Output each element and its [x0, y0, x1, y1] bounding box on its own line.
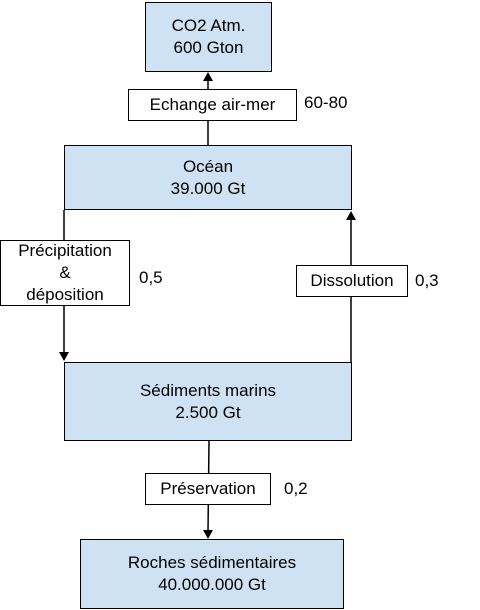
- preservation-box: Préservation: [145, 473, 271, 505]
- preservation-label: Préservation: [160, 479, 256, 498]
- rocks-box: Roches sédimentaires 40.000.000 Gt: [80, 539, 344, 609]
- air-sea-exchange-label: Echange air-mer: [149, 95, 276, 114]
- arrowhead-to-ocean: [346, 211, 356, 220]
- atmosphere-amount: 600 Gton: [173, 38, 244, 57]
- air-sea-exchange-value: 60-80: [304, 93, 348, 112]
- arrowhead-to-atmosphere: [203, 72, 213, 81]
- dissolution-box: Dissolution: [296, 265, 408, 297]
- sediments-amount: 2.500 Gt: [175, 402, 241, 422]
- precipitation-label-line3: déposition: [26, 285, 104, 304]
- sediments-box: Sédiments marins 2.500 Gt: [64, 362, 352, 441]
- precipitation-box: Précipitation & déposition: [0, 240, 130, 306]
- air-sea-exchange-box: Echange air-mer: [128, 89, 297, 121]
- atmosphere-box: CO2 Atm. 600 Gton: [145, 2, 272, 72]
- precipitation-label-line2: &: [59, 263, 71, 282]
- dissolution-label: Dissolution: [310, 271, 394, 290]
- precipitation-label-line1: Précipitation: [18, 241, 112, 260]
- rocks-amount: 40.000.000 Gt: [158, 575, 266, 594]
- preservation-value: 0,2: [284, 479, 308, 498]
- atmosphere-name: CO2 Atm.: [171, 16, 246, 35]
- arrowhead-to-rocks: [203, 530, 213, 539]
- ocean-amount: 39.000 Gt: [170, 178, 246, 198]
- rocks-name: Roches sédimentaires: [127, 553, 297, 572]
- arrowhead-to-sediments: [59, 352, 69, 361]
- ocean-box: Océan 39.000 Gt: [64, 145, 352, 210]
- precipitation-value: 0,5: [139, 268, 163, 287]
- sediments-name: Sédiments marins: [139, 380, 277, 400]
- ocean-name: Océan: [182, 156, 234, 176]
- dissolution-value: 0,3: [415, 271, 439, 290]
